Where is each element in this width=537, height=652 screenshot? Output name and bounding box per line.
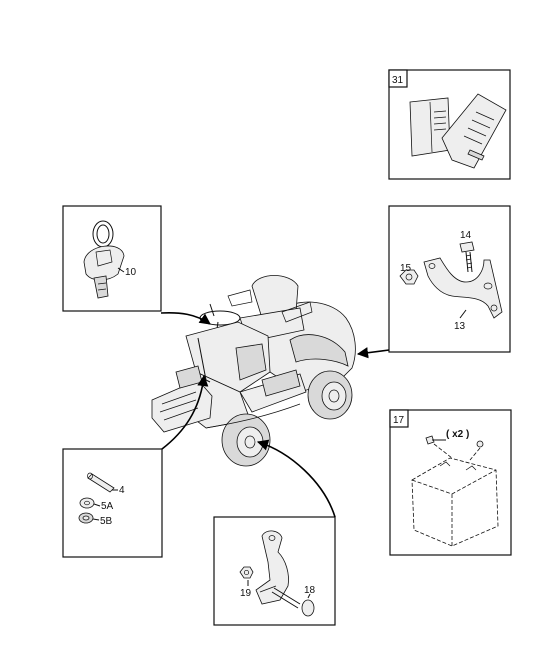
manual-booklet-icon (409, 93, 507, 169)
clevis-pin-icon (87, 472, 115, 493)
hitch-bolt-label: 18 (304, 585, 316, 596)
washer-a-label: 5A (101, 501, 114, 512)
hitch-nut-label: 19 (240, 588, 252, 599)
hitch-arrow (256, 439, 336, 518)
manual-box: 31 (388, 69, 511, 180)
hitch-nut-icon (239, 566, 254, 579)
riding-mower-illustration (151, 275, 356, 467)
hitch-bolt-icon (271, 587, 315, 617)
key-box: 10 (62, 205, 162, 312)
battery-box: 17 ( x2 ) (389, 409, 512, 556)
bracket-label: 13 (454, 321, 466, 332)
hitch-bracket-icon (255, 530, 289, 605)
pin-arrow (161, 374, 209, 450)
battery-qty-label: ( x2 ) (446, 429, 469, 440)
bracket-bolt-label: 14 (460, 230, 472, 241)
key-arrow (160, 311, 211, 325)
leader-arrows (160, 311, 390, 518)
washer-b-label: 5B (100, 516, 113, 527)
nut-icon (399, 269, 419, 285)
bolt-icon (459, 241, 475, 273)
bracket-arrow (356, 347, 390, 359)
washer-b-icon (78, 512, 94, 524)
washer-a-icon (79, 497, 95, 509)
battery-icon (411, 457, 499, 547)
pin-box: 4 5A 5B (62, 448, 163, 558)
bracket-box: 14 15 13 (388, 205, 511, 353)
mounting-bracket-icon (423, 257, 503, 319)
ignition-key-icon (83, 220, 125, 299)
key-label: 10 (125, 267, 137, 278)
battery-bolt-icon (425, 435, 484, 448)
manual-box-number: 31 (392, 75, 404, 86)
battery-box-number: 17 (393, 415, 405, 426)
key-label-leader (117, 267, 125, 273)
hitch-box: 19 18 (213, 516, 336, 626)
pin-label: 4 (119, 485, 125, 496)
bracket-nut-label: 15 (400, 263, 412, 274)
